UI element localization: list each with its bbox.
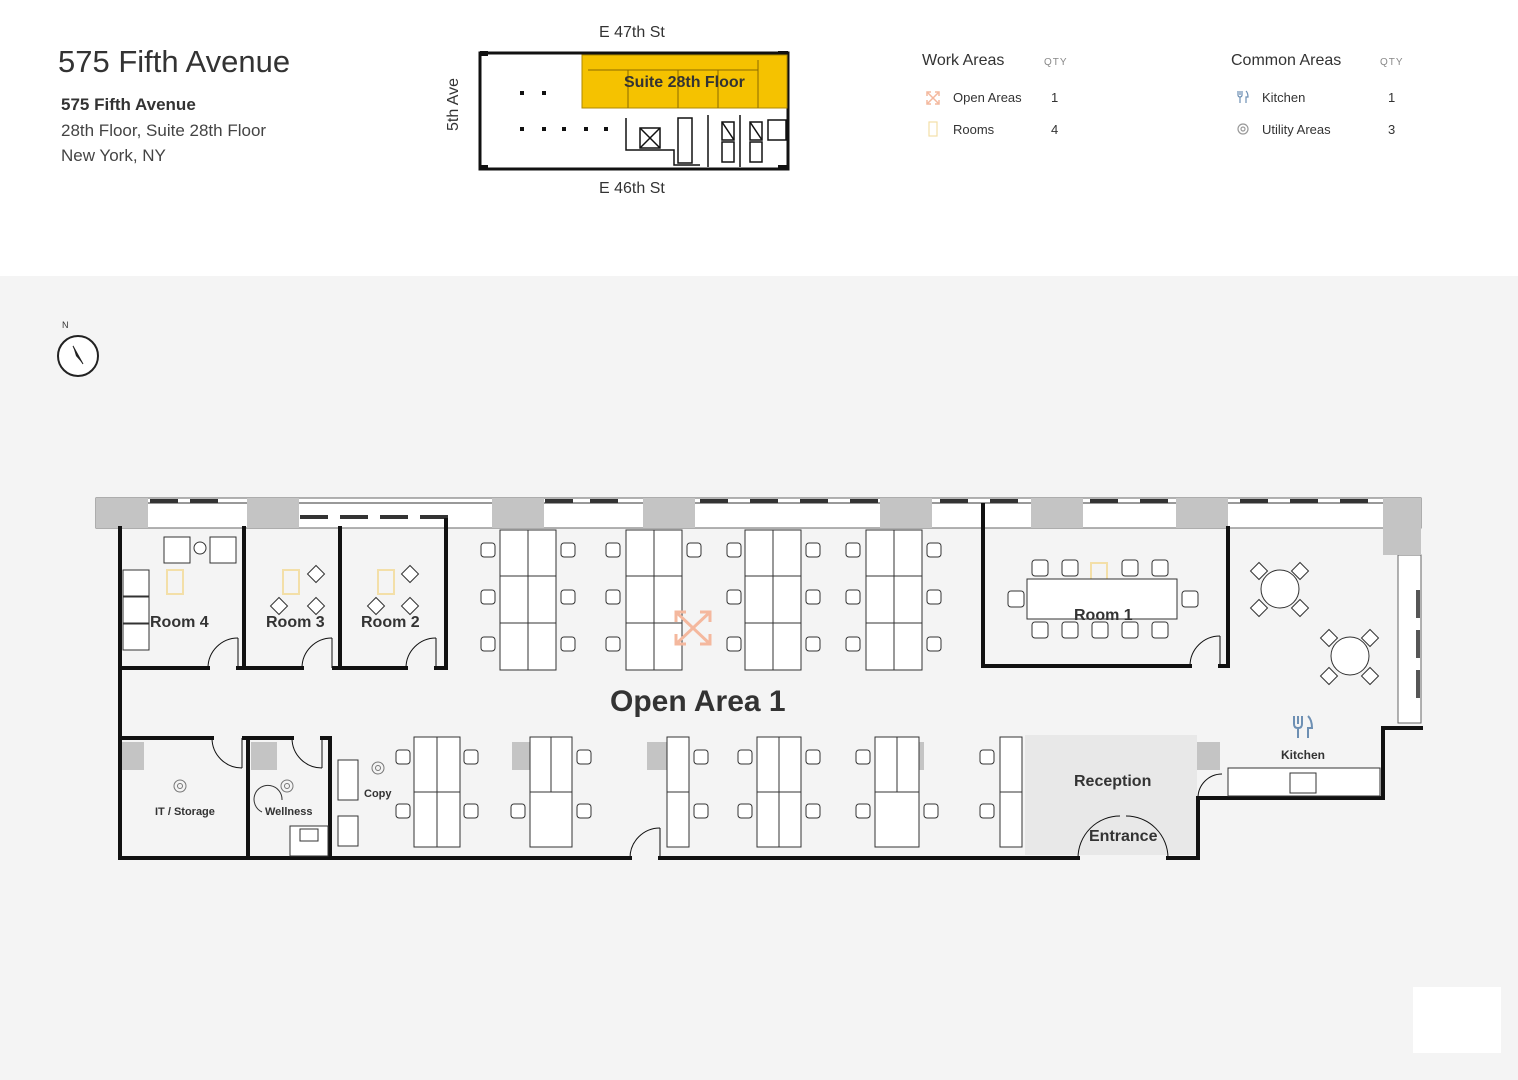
suite-highlight <box>581 54 788 109</box>
common-areas-heading: Common Areas <box>1231 52 1342 69</box>
room-2-label[interactable]: Room 2 <box>361 614 420 631</box>
wellness-label[interactable]: Wellness <box>265 806 313 818</box>
copy-label[interactable]: Copy <box>364 788 392 800</box>
legend-utility-areas-label: Utility Areas <box>1262 122 1331 137</box>
map-area[interactable] <box>0 276 1518 1080</box>
it-storage-label[interactable]: IT / Storage <box>155 806 215 818</box>
legend-rooms-label: Rooms <box>953 122 995 137</box>
address-line-1: 575 Fifth Avenue <box>61 95 196 114</box>
building-title: 575 Fifth Avenue <box>58 44 291 79</box>
key-plan-map <box>478 51 790 171</box>
header: 575 Fifth Avenue 575 Fifth Avenue 28th F… <box>0 0 1518 276</box>
open-area-label[interactable]: Open Area 1 <box>610 685 786 718</box>
legend-open-areas-label: Open Areas <box>953 90 1022 105</box>
entrance-label[interactable]: Entrance <box>1089 828 1158 845</box>
room-1-label[interactable]: Room 1 <box>1074 607 1133 624</box>
street-west-label: 5th Ave <box>445 77 462 131</box>
door-icon <box>928 121 938 137</box>
legend-kitchen-label: Kitchen <box>1262 90 1306 105</box>
reception-label[interactable]: Reception <box>1074 773 1152 790</box>
street-south-label: E 46th St <box>599 180 665 197</box>
corner-panel <box>1413 987 1501 1053</box>
kitchen-label[interactable]: Kitchen <box>1281 748 1326 762</box>
room-4-label[interactable]: Room 4 <box>150 614 209 631</box>
legend-utility-areas-qty: 3 <box>1388 122 1396 137</box>
open-area-icon <box>674 610 712 646</box>
work-areas-heading: Work Areas <box>922 52 1005 69</box>
room-3-label[interactable]: Room 3 <box>266 614 325 631</box>
address-line-2: 28th Floor, Suite 28th Floor <box>61 121 267 140</box>
address-line-3: New York, NY <box>61 146 166 165</box>
compass-icon[interactable] <box>56 334 100 378</box>
floor-plan[interactable] <box>90 495 1430 867</box>
legend-kitchen-qty: 1 <box>1388 90 1396 105</box>
work-areas-qty-header: QTY <box>1044 57 1068 68</box>
legend-open-areas-qty: 1 <box>1051 90 1059 105</box>
common-areas-qty-header: QTY <box>1380 57 1404 68</box>
fork-knife-icon <box>1237 90 1249 103</box>
gear-icon <box>1237 123 1249 135</box>
expand-arrows-icon <box>926 91 940 105</box>
compass-north-label: N <box>62 320 69 330</box>
suite-label: Suite 28th Floor <box>624 74 745 91</box>
street-north-label: E 47th St <box>599 24 665 41</box>
legend-rooms-qty: 4 <box>1051 122 1059 137</box>
